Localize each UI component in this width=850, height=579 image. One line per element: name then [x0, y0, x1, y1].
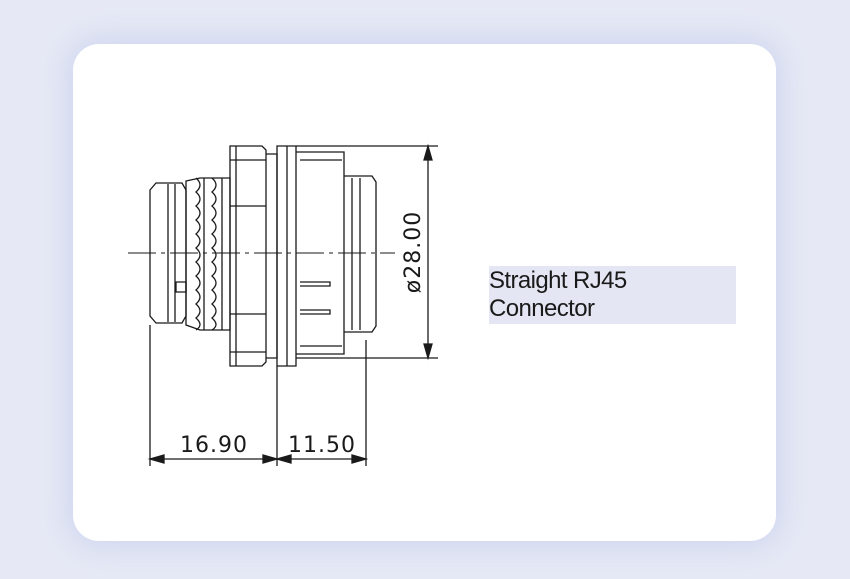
- front-length-label: 16.90: [180, 433, 248, 458]
- rear-length-label: 11.50: [288, 433, 356, 458]
- diameter-label: ø28.00: [401, 211, 426, 293]
- front-housing: [296, 151, 377, 355]
- hex-nut: [229, 145, 267, 367]
- length-dimensions: [147, 325, 369, 466]
- flange: [266, 145, 297, 367]
- threaded-body: [185, 177, 231, 331]
- diameter-dimension: [296, 143, 438, 361]
- product-label: Straight RJ45 Connector: [489, 267, 627, 322]
- product-label-box: Straight RJ45 Connector: [489, 266, 736, 324]
